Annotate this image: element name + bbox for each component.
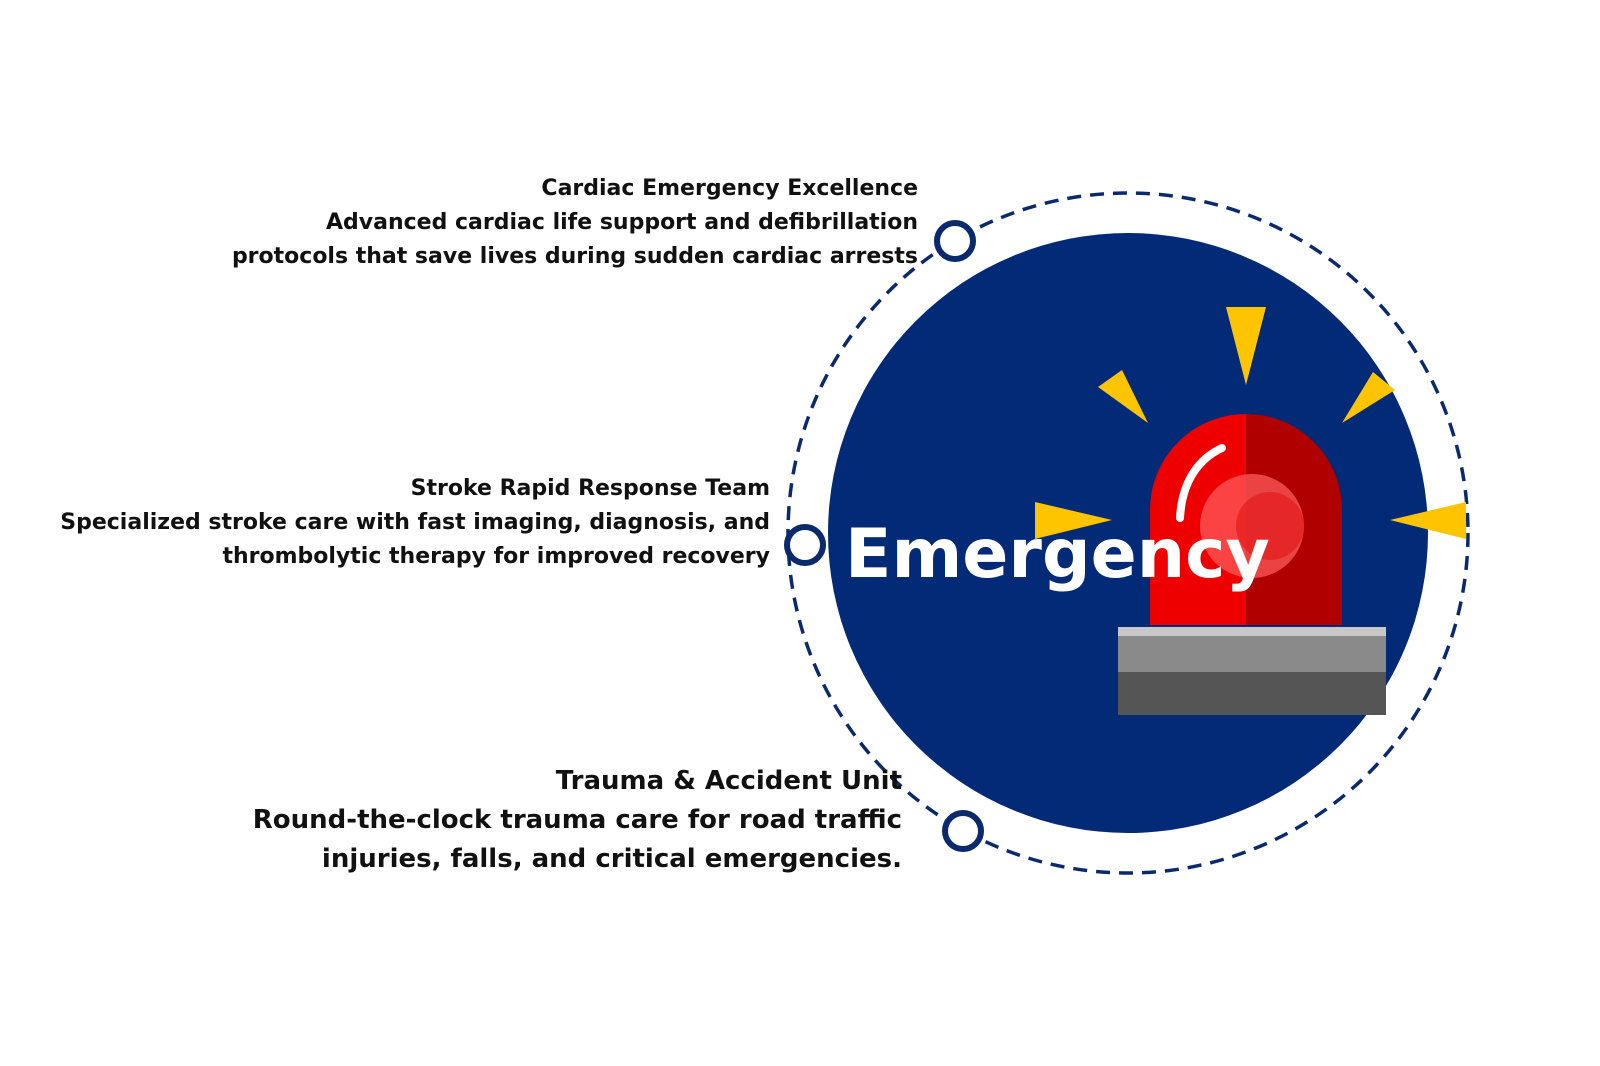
ray-upper-left xyxy=(1098,370,1148,423)
callout-line: thrombolytic therapy for improved recove… xyxy=(222,544,770,569)
callout-line: protocols that save lives during sudden … xyxy=(231,244,918,269)
ray-upper-right xyxy=(1342,372,1395,423)
callout-title: Trauma & Accident Unit xyxy=(555,766,902,796)
callout-line: injuries, falls, and critical emergencie… xyxy=(321,844,902,874)
node-trauma xyxy=(942,810,984,852)
callout-line: Advanced cardiac life support and defibr… xyxy=(326,210,918,235)
siren-base-cap xyxy=(1118,627,1386,636)
ray-right xyxy=(1390,502,1466,539)
callout-line: Specialized stroke care with fast imagin… xyxy=(60,510,770,535)
siren-base-top xyxy=(1118,636,1386,672)
siren-base-bottom xyxy=(1118,672,1386,715)
siren-dome-left xyxy=(1150,414,1246,625)
callout-trauma: Trauma & Accident Unit Round-the-clock t… xyxy=(253,762,902,879)
ray-left xyxy=(1035,502,1112,539)
callout-line: Round-the-clock trauma care for road tra… xyxy=(252,805,902,835)
node-cardiac xyxy=(934,220,976,262)
callout-stroke: Stroke Rapid Response Team Specialized s… xyxy=(60,472,770,574)
callout-cardiac: Cardiac Emergency Excellence Advanced ca… xyxy=(232,172,918,274)
center-title: Emergency xyxy=(845,515,1270,594)
ray-top xyxy=(1226,307,1266,385)
callout-title: Cardiac Emergency Excellence xyxy=(541,176,918,201)
node-stroke xyxy=(784,524,826,566)
siren-icon xyxy=(1035,307,1466,715)
callout-title: Stroke Rapid Response Team xyxy=(410,476,770,501)
siren-highlight xyxy=(1176,444,1226,522)
siren-glow-core xyxy=(1236,492,1304,560)
